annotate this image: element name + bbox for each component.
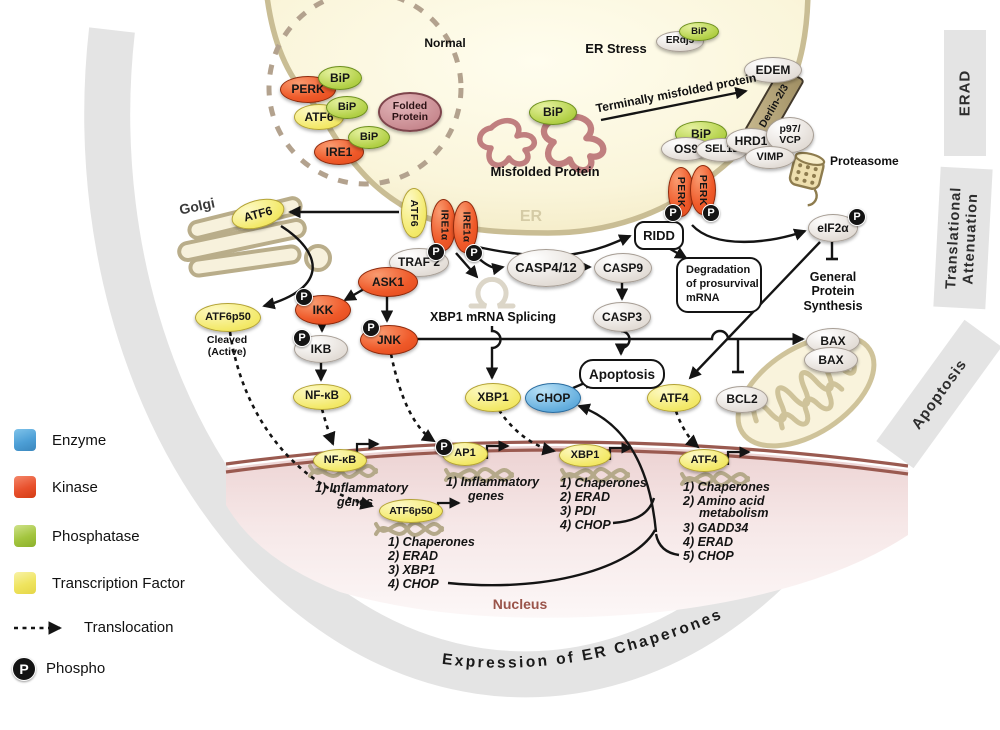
casp9: CASP9 — [594, 253, 652, 283]
ap1-gene-line: genes — [468, 489, 505, 503]
atf6p50-gene-line: 3) XBP1 — [388, 563, 436, 577]
legend-phosphatase-swatch — [14, 525, 36, 547]
normal-state-dashed-circle — [266, 0, 464, 187]
atf4-gene-line: 1) Chaperones — [683, 480, 770, 494]
misfolded-protein-icon — [477, 113, 607, 174]
nfkb-gene-line: genes — [337, 495, 374, 509]
er-label: ER — [519, 208, 543, 225]
edem: EDEM — [744, 57, 802, 83]
xbp1-nucleus: XBP1 — [559, 444, 611, 467]
bip-on-atf6: BiP — [326, 96, 368, 119]
atf4-gene-line: 4) ERAD — [683, 535, 734, 549]
xbp1-gene-line: 2) ERAD — [560, 490, 611, 504]
casp4-12: CASP4/12 — [507, 249, 585, 287]
legend-phospho-badge: P — [12, 657, 36, 681]
nucleus-fill — [226, 445, 908, 618]
legend-phosphatase-label: Phosphatase — [52, 528, 140, 545]
bip-on-ire1: BiP — [348, 126, 390, 149]
phospho-badge-jnk: P — [362, 319, 380, 337]
nfkb: NF-κB — [293, 384, 351, 410]
legend-enzyme-swatch — [14, 429, 36, 451]
atf4: ATF4 — [647, 384, 701, 412]
proteasome-icon — [788, 151, 826, 207]
normal-label: Normal — [424, 36, 466, 50]
legend-enzyme-label: Enzyme — [52, 432, 107, 449]
atf4-nucleus: ATF4 — [679, 449, 729, 472]
legend-translocation-label: Translocation — [84, 619, 174, 636]
xbp1-spliced: XBP1 — [465, 383, 521, 412]
vimp: VIMP — [745, 146, 795, 169]
xbp1-gene-line: 4) CHOP — [560, 518, 611, 532]
general-protein-synthesis-label: General Protein Synthesis — [803, 270, 863, 313]
atf6p50-cleaved: ATF6p50 — [195, 303, 261, 332]
casp3: CASP3 — [593, 302, 651, 332]
phospho-badge-ire1-1: P — [427, 243, 445, 261]
atf4-gene-line: 2) Amino acid — [683, 494, 765, 508]
legend-phospho-label: Phospho — [46, 660, 106, 677]
nucleus-label: Nucleus — [492, 596, 548, 612]
nfkb-nucleus: NF-κB — [313, 449, 367, 472]
bip-misfolded: BiP — [529, 100, 577, 125]
atf6p50-nucleus: ATF6p50 — [379, 499, 443, 523]
er-stress-label: ER Stress — [585, 41, 647, 56]
atf6-membrane: ATF6 — [401, 188, 427, 238]
degradation-box: Degradation of prosurvival mRNA — [676, 257, 762, 313]
cleaved-active-label: Cleaved(Active) — [206, 334, 248, 358]
legend-kinase-swatch — [14, 476, 36, 498]
xbp1-gene-line: 1) Chaperones — [560, 476, 647, 490]
bip-on-perk: BiP — [318, 66, 362, 90]
phospho-badge-eif2a: P — [848, 208, 866, 226]
ikb: IKB — [294, 335, 348, 363]
misfolded-protein-label: Misfolded Protein — [490, 164, 600, 179]
nfkb-gene-line: 1) Inflammatory — [315, 481, 409, 495]
atf4-gene-line: 5) CHOP — [683, 549, 734, 563]
ap1-gene-line: 1) Inflammatory — [446, 475, 540, 489]
phospho-badge-perk-2: P — [702, 204, 720, 222]
xbp1-splicing-label: XBP1 mRNA Splicing — [430, 310, 556, 324]
chop: CHOP — [525, 383, 581, 413]
phospho-badge-ikb: P — [293, 329, 311, 347]
legend-kinase-label: Kinase — [52, 479, 98, 496]
atf6p50-gene-line: 1) Chaperones — [388, 535, 475, 549]
legend-transcription-factor-swatch — [14, 572, 36, 594]
bax-2: BAX — [804, 347, 858, 373]
phospho-badge-ap1: P — [435, 438, 453, 456]
translocation-arrows — [14, 331, 700, 635]
apoptosis-box: Apoptosis — [579, 359, 665, 389]
legend-transcription-factor-label: Transcription Factor — [52, 575, 185, 592]
bcl2: BCL2 — [716, 386, 768, 413]
sidebar-segment-erad: ERAD — [944, 30, 986, 156]
atf6p50-gene-line: 2) ERAD — [388, 549, 439, 563]
phospho-badge-ikk: P — [295, 288, 313, 306]
atf6p50-gene-line: 4) CHOP — [388, 577, 439, 591]
atf4-gene-line: 3) GADD34 — [683, 521, 749, 535]
outer-arc-band — [84, 27, 865, 698]
phospho-badge-perk-1: P — [664, 204, 682, 222]
proteasome-label: Proteasome — [830, 154, 899, 168]
bip-on-erdj5: BiP — [679, 22, 719, 41]
xbp1-gene-line: 3) PDI — [560, 504, 596, 518]
ask1: ASK1 — [358, 267, 418, 297]
phospho-badge-ire1-2: P — [465, 244, 483, 262]
atf4-gene-line: metabolism — [699, 506, 769, 520]
ridd-box: RIDD — [634, 221, 684, 250]
mrna-loop-icon — [468, 276, 516, 309]
